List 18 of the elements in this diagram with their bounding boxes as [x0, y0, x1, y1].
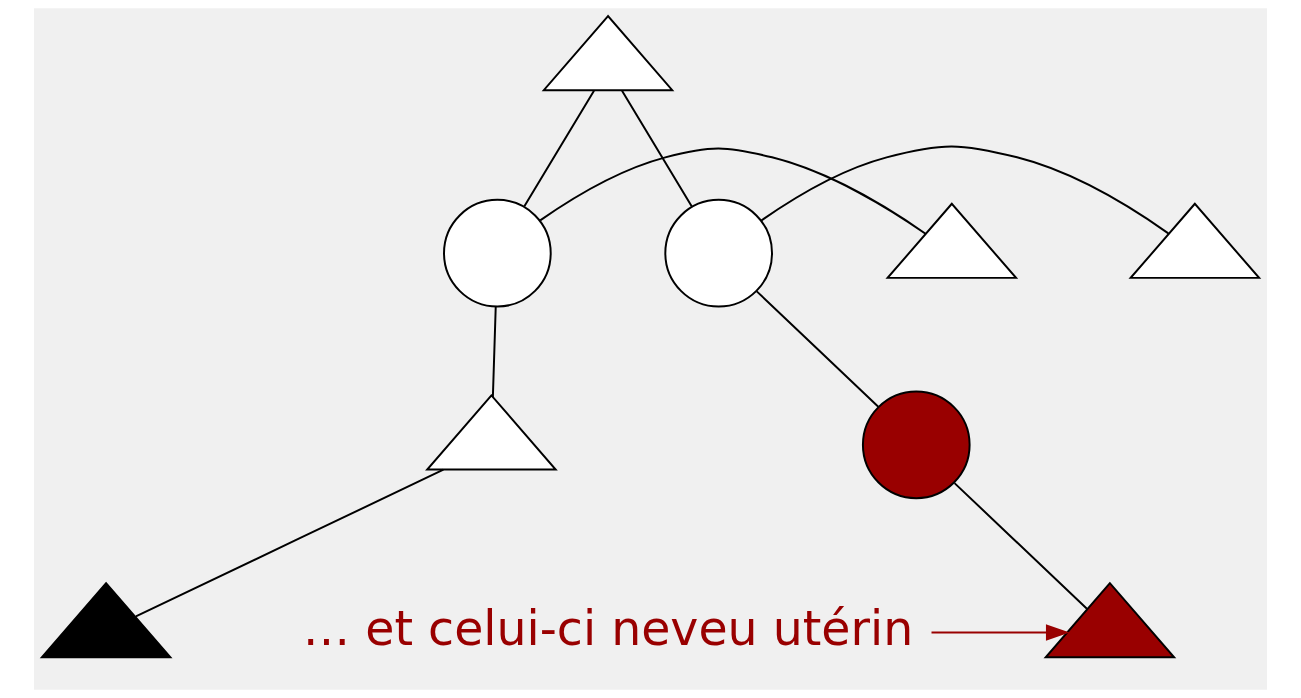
connector [953, 482, 1088, 610]
node-triangle [1128, 202, 1262, 279]
connector [134, 468, 445, 618]
node-triangle [39, 581, 173, 659]
connector [491, 305, 497, 398]
node-circle [861, 390, 971, 500]
node-triangle [885, 202, 1019, 279]
arrow [930, 624, 1070, 641]
connector [523, 89, 595, 208]
connector [755, 290, 880, 408]
node-triangle [541, 14, 675, 92]
connector [621, 89, 693, 208]
connector [760, 145, 1170, 235]
node-circle [443, 198, 552, 308]
node-triangle [425, 393, 558, 471]
connector [539, 147, 927, 235]
node-text: … et celui-ci neveu utérin [302, 600, 914, 656]
node-circle [664, 198, 773, 308]
